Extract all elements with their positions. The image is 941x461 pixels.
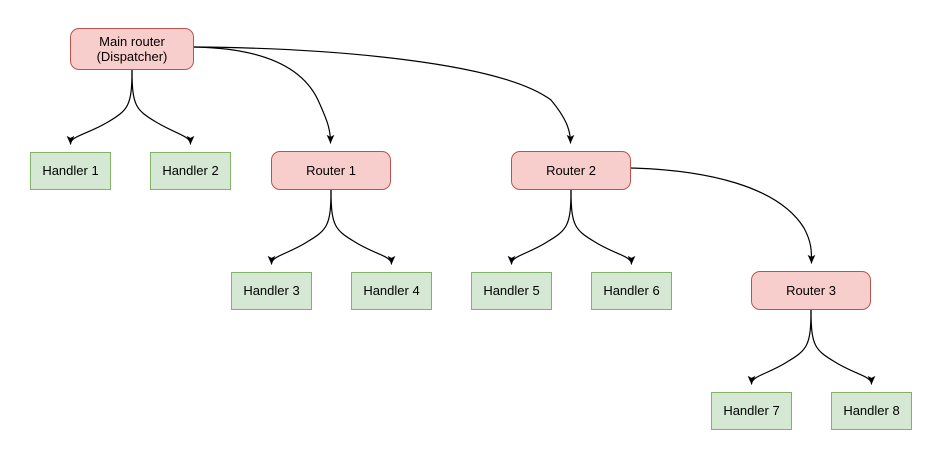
edge-router-2-to-router-3 (630, 167, 816, 264)
node-handler-2[interactable]: Handler 2 (150, 152, 231, 190)
edge-router-1-to-handler-3 (267, 189, 332, 265)
node-handler-8[interactable]: Handler 8 (831, 392, 912, 430)
edge-main-router-to-router-2 (193, 46, 575, 144)
node-label-router-3: Router 3 (786, 282, 836, 298)
edge-router-3-to-handler-7 (747, 309, 812, 385)
edge-router-2-to-handler-6 (570, 189, 636, 265)
node-label-handler-7: Handler 7 (723, 403, 780, 419)
edge-main-router-to-handler-1 (66, 69, 133, 145)
node-label-handler-4: Handler 4 (363, 283, 420, 299)
node-label-handler-3: Handler 3 (243, 283, 300, 299)
edge-main-router-to-handler-2 (131, 69, 195, 145)
node-handler-5[interactable]: Handler 5 (471, 272, 552, 310)
node-label-handler-6: Handler 6 (603, 283, 660, 299)
node-handler-1[interactable]: Handler 1 (30, 152, 111, 190)
node-handler-4[interactable]: Handler 4 (351, 272, 432, 310)
edge-main-router-to-router-1 (193, 46, 335, 144)
edge-router-1-to-handler-4 (330, 189, 396, 265)
node-main-router[interactable]: Main router (Dispatcher) (70, 28, 194, 70)
node-handler-3[interactable]: Handler 3 (231, 272, 312, 310)
node-label-handler-5: Handler 5 (483, 283, 540, 299)
node-label-router-1: Router 1 (306, 162, 356, 178)
edge-router-2-to-handler-5 (507, 189, 572, 265)
node-router-1[interactable]: Router 1 (271, 151, 391, 190)
edge-router-3-to-handler-8 (810, 309, 876, 385)
node-router-2[interactable]: Router 2 (511, 151, 631, 190)
node-handler-6[interactable]: Handler 6 (591, 272, 672, 310)
node-label-handler-2: Handler 2 (162, 163, 219, 179)
node-label-handler-8: Handler 8 (843, 403, 900, 419)
node-label-handler-1: Handler 1 (42, 163, 99, 179)
node-label-main-router: Main router (Dispatcher) (96, 33, 168, 64)
node-handler-7[interactable]: Handler 7 (711, 392, 792, 430)
node-label-router-2: Router 2 (546, 162, 596, 178)
node-router-3[interactable]: Router 3 (751, 271, 871, 310)
